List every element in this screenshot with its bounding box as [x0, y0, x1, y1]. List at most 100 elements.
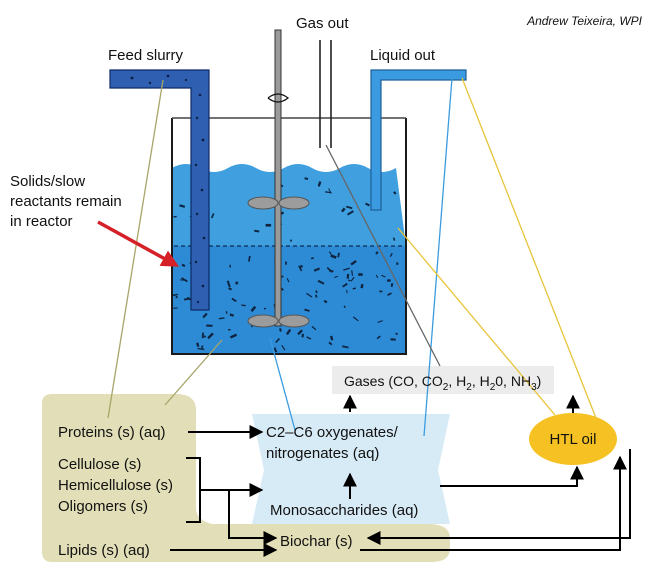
solid-particle	[202, 312, 208, 319]
liquid-out-pipe	[370, 69, 467, 211]
solid-particle	[298, 265, 303, 272]
solid-particle	[175, 295, 178, 299]
solid-particle	[226, 280, 231, 288]
solid-particle	[343, 267, 350, 271]
solid-particle	[304, 308, 310, 312]
solid-particle	[231, 297, 237, 303]
solid-particle	[379, 290, 383, 293]
liquid-to-htl-line	[397, 227, 556, 416]
solid-particle	[290, 239, 293, 242]
solid-particle	[352, 316, 359, 322]
solid-particle	[173, 307, 178, 309]
oxygenates-label-line-1: C2–C6 oxygenates/	[266, 424, 399, 441]
solid-particle	[328, 188, 332, 194]
solid-particle	[285, 261, 287, 265]
solid-particle	[328, 341, 333, 346]
solid-particle	[306, 292, 313, 298]
solid-particle	[330, 254, 337, 259]
solid-particle	[172, 293, 178, 297]
solid-particle	[280, 287, 284, 291]
solid-particle	[328, 251, 332, 255]
solid-particle	[317, 279, 325, 285]
oxygenates-label-line-2: nitrogenates (aq)	[266, 445, 379, 462]
solid-particle	[386, 279, 391, 282]
solid-particle	[329, 335, 334, 341]
solid-particle	[297, 329, 303, 336]
solid-particle	[328, 270, 334, 272]
gas-to-gases-line	[325, 144, 441, 367]
solid-particle	[389, 252, 393, 257]
upper-impeller-left	[247, 196, 279, 210]
solid-particle	[304, 177, 309, 180]
gas-out-label: Gas out	[296, 15, 349, 32]
lipids-label: Lipids (s) (aq)	[58, 542, 150, 559]
solid-particle	[313, 267, 320, 272]
solid-particle	[300, 265, 303, 268]
feed-to-proteins-line	[107, 79, 164, 419]
solid-particle	[347, 279, 351, 282]
feed-slurry-label: Feed slurry	[108, 47, 184, 64]
solid-particle	[375, 274, 379, 279]
aqueous-to-htl-arrow	[440, 465, 584, 487]
solid-particle	[206, 324, 213, 327]
feed-components-blob	[42, 394, 450, 562]
solid-particle	[225, 311, 228, 314]
solid-particle	[254, 229, 260, 233]
solid-particle	[273, 347, 278, 353]
pipe-to-oxygenates-line	[423, 77, 453, 437]
solid-particle	[181, 263, 186, 267]
proteins-label: Proteins (s) (aq)	[58, 424, 166, 441]
lower-impeller-right	[278, 314, 310, 328]
solid-particle	[301, 333, 305, 338]
solid-particle	[342, 282, 348, 288]
solid-particle	[390, 283, 394, 288]
lower-impeller-left	[247, 314, 279, 328]
lipids-to-htl-arrow	[360, 455, 627, 551]
htl-oil-label: HTL oil	[550, 431, 597, 448]
solid-particle	[381, 274, 386, 278]
vessel-to-oxygenates-line	[269, 337, 296, 431]
solid-particle	[345, 205, 353, 210]
htl-to-biochar-arrow	[366, 449, 631, 545]
feed-pipe-speckles	[130, 74, 206, 304]
connector-lines	[107, 77, 597, 437]
solid-particle	[360, 283, 364, 289]
solid-particle	[341, 207, 346, 213]
solid-particle	[229, 313, 235, 317]
solid-particle	[350, 260, 357, 266]
solid-particle	[376, 335, 381, 340]
solid-particle	[275, 338, 280, 344]
solid-particle	[365, 202, 370, 207]
gas-out-tube	[319, 40, 332, 148]
solid-particle	[241, 304, 246, 307]
solids-pointer-arrow	[97, 220, 180, 267]
solid-particle	[218, 317, 225, 320]
htl-oil-ellipse	[529, 413, 617, 465]
solids-note-line-1: Solids/slow	[10, 173, 85, 190]
solid-particle	[310, 257, 314, 260]
solid-particle	[311, 325, 317, 331]
liquid-out-label: Liquid out	[370, 47, 436, 64]
oligomers-label: Oligomers (s)	[58, 498, 148, 515]
solid-particle	[207, 332, 214, 340]
solid-particle	[346, 273, 350, 279]
solid-particle	[351, 270, 354, 276]
solid-particle	[179, 204, 186, 208]
solid-particle	[375, 251, 379, 255]
pipe-to-htl-line	[461, 77, 597, 419]
solid-particle	[337, 252, 340, 258]
solid-particle	[315, 290, 318, 294]
biochar-label: Biochar (s)	[280, 533, 353, 550]
solid-particle	[325, 191, 332, 194]
solid-particle	[306, 336, 312, 340]
solid-particle	[346, 210, 354, 216]
monosaccharides-label: Monosaccharides (aq)	[270, 502, 418, 519]
bracket	[186, 457, 210, 523]
solid-particle	[334, 275, 338, 279]
solid-particle	[286, 278, 290, 283]
flow-arrows	[170, 394, 631, 557]
solid-particle	[387, 292, 392, 296]
solid-particle	[228, 287, 232, 291]
